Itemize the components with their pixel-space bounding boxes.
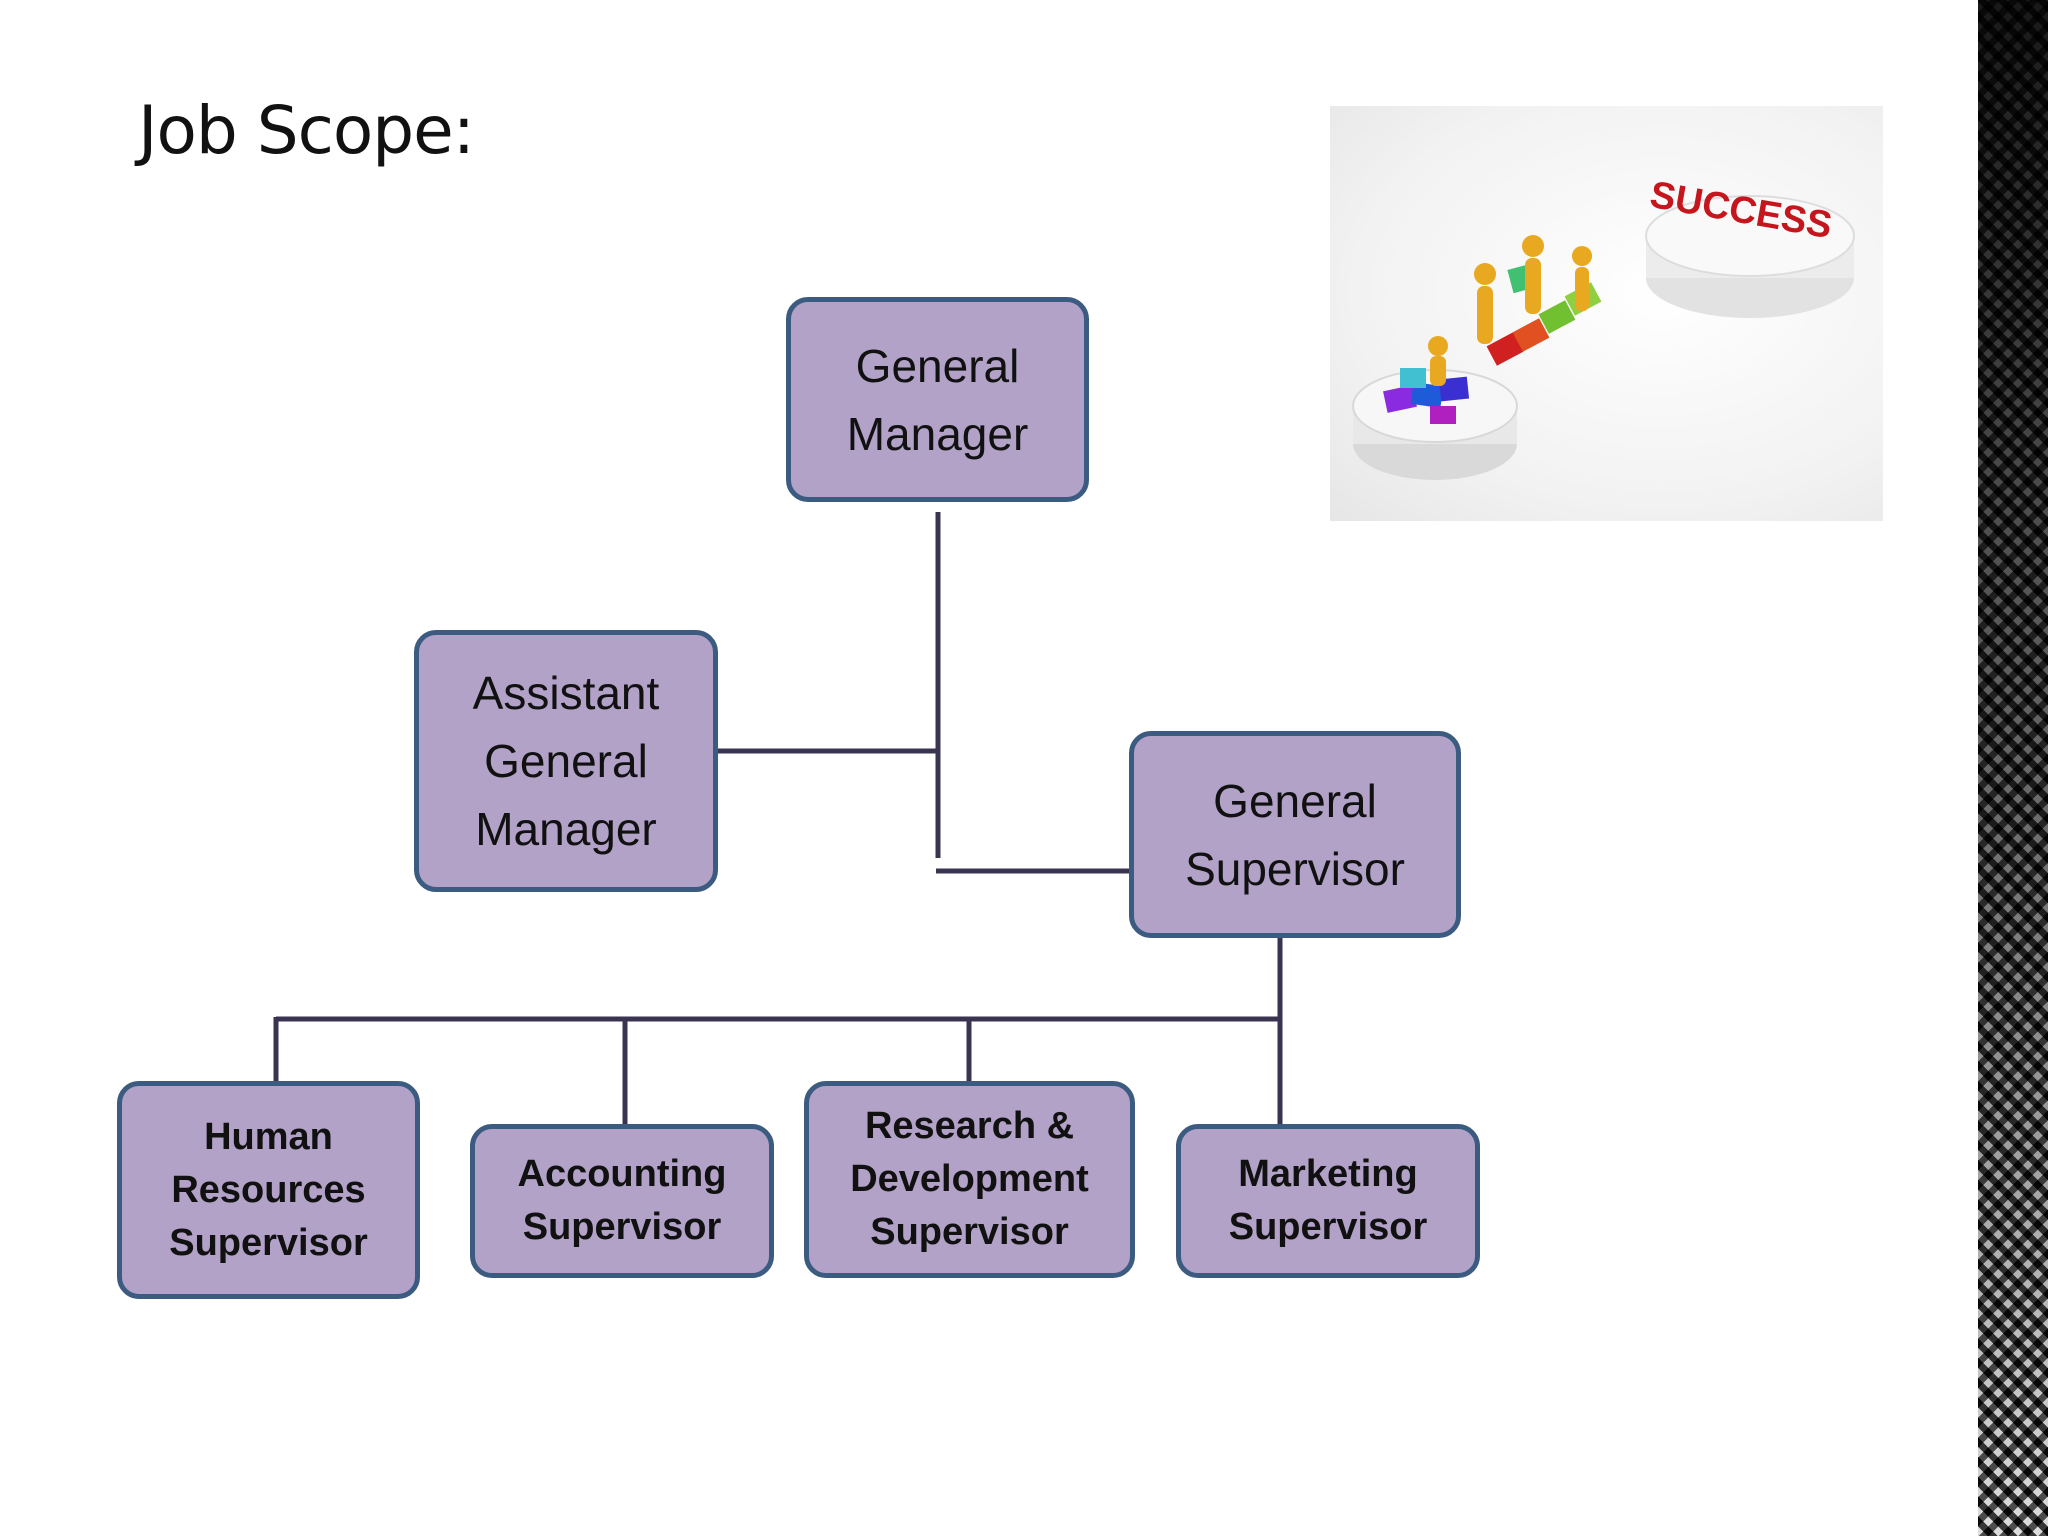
node-general-manager: General Manager [786,297,1089,502]
node-accounting-supervisor: Accounting Supervisor [470,1124,774,1278]
node-marketing-supervisor: Marketing Supervisor [1176,1124,1480,1278]
general-manager-label: General Manager [846,339,1029,460]
general-supervisor-label: General Supervisor [1185,774,1405,895]
node-assistant-general-manager: Assistant General Manager [414,630,718,892]
success-illustration: SUCCESS [1330,106,1883,521]
node-rd-supervisor: Research & Development Supervisor [804,1081,1135,1278]
accounting-supervisor-label: Accounting Supervisor [517,1153,727,1248]
decorative-pattern-border [1978,0,2048,1536]
rd-supervisor-label: Research & Development Supervisor [850,1105,1089,1253]
assistant-general-manager-label: Assistant General Manager [472,667,660,855]
hr-supervisor-label: Human Resources Supervisor [169,1115,368,1264]
node-general-supervisor: General Supervisor [1129,731,1461,938]
marketing-supervisor-label: Marketing Supervisor [1228,1153,1428,1248]
node-hr-supervisor: Human Resources Supervisor [117,1081,420,1299]
slide-title: Job Scope: [138,92,475,169]
